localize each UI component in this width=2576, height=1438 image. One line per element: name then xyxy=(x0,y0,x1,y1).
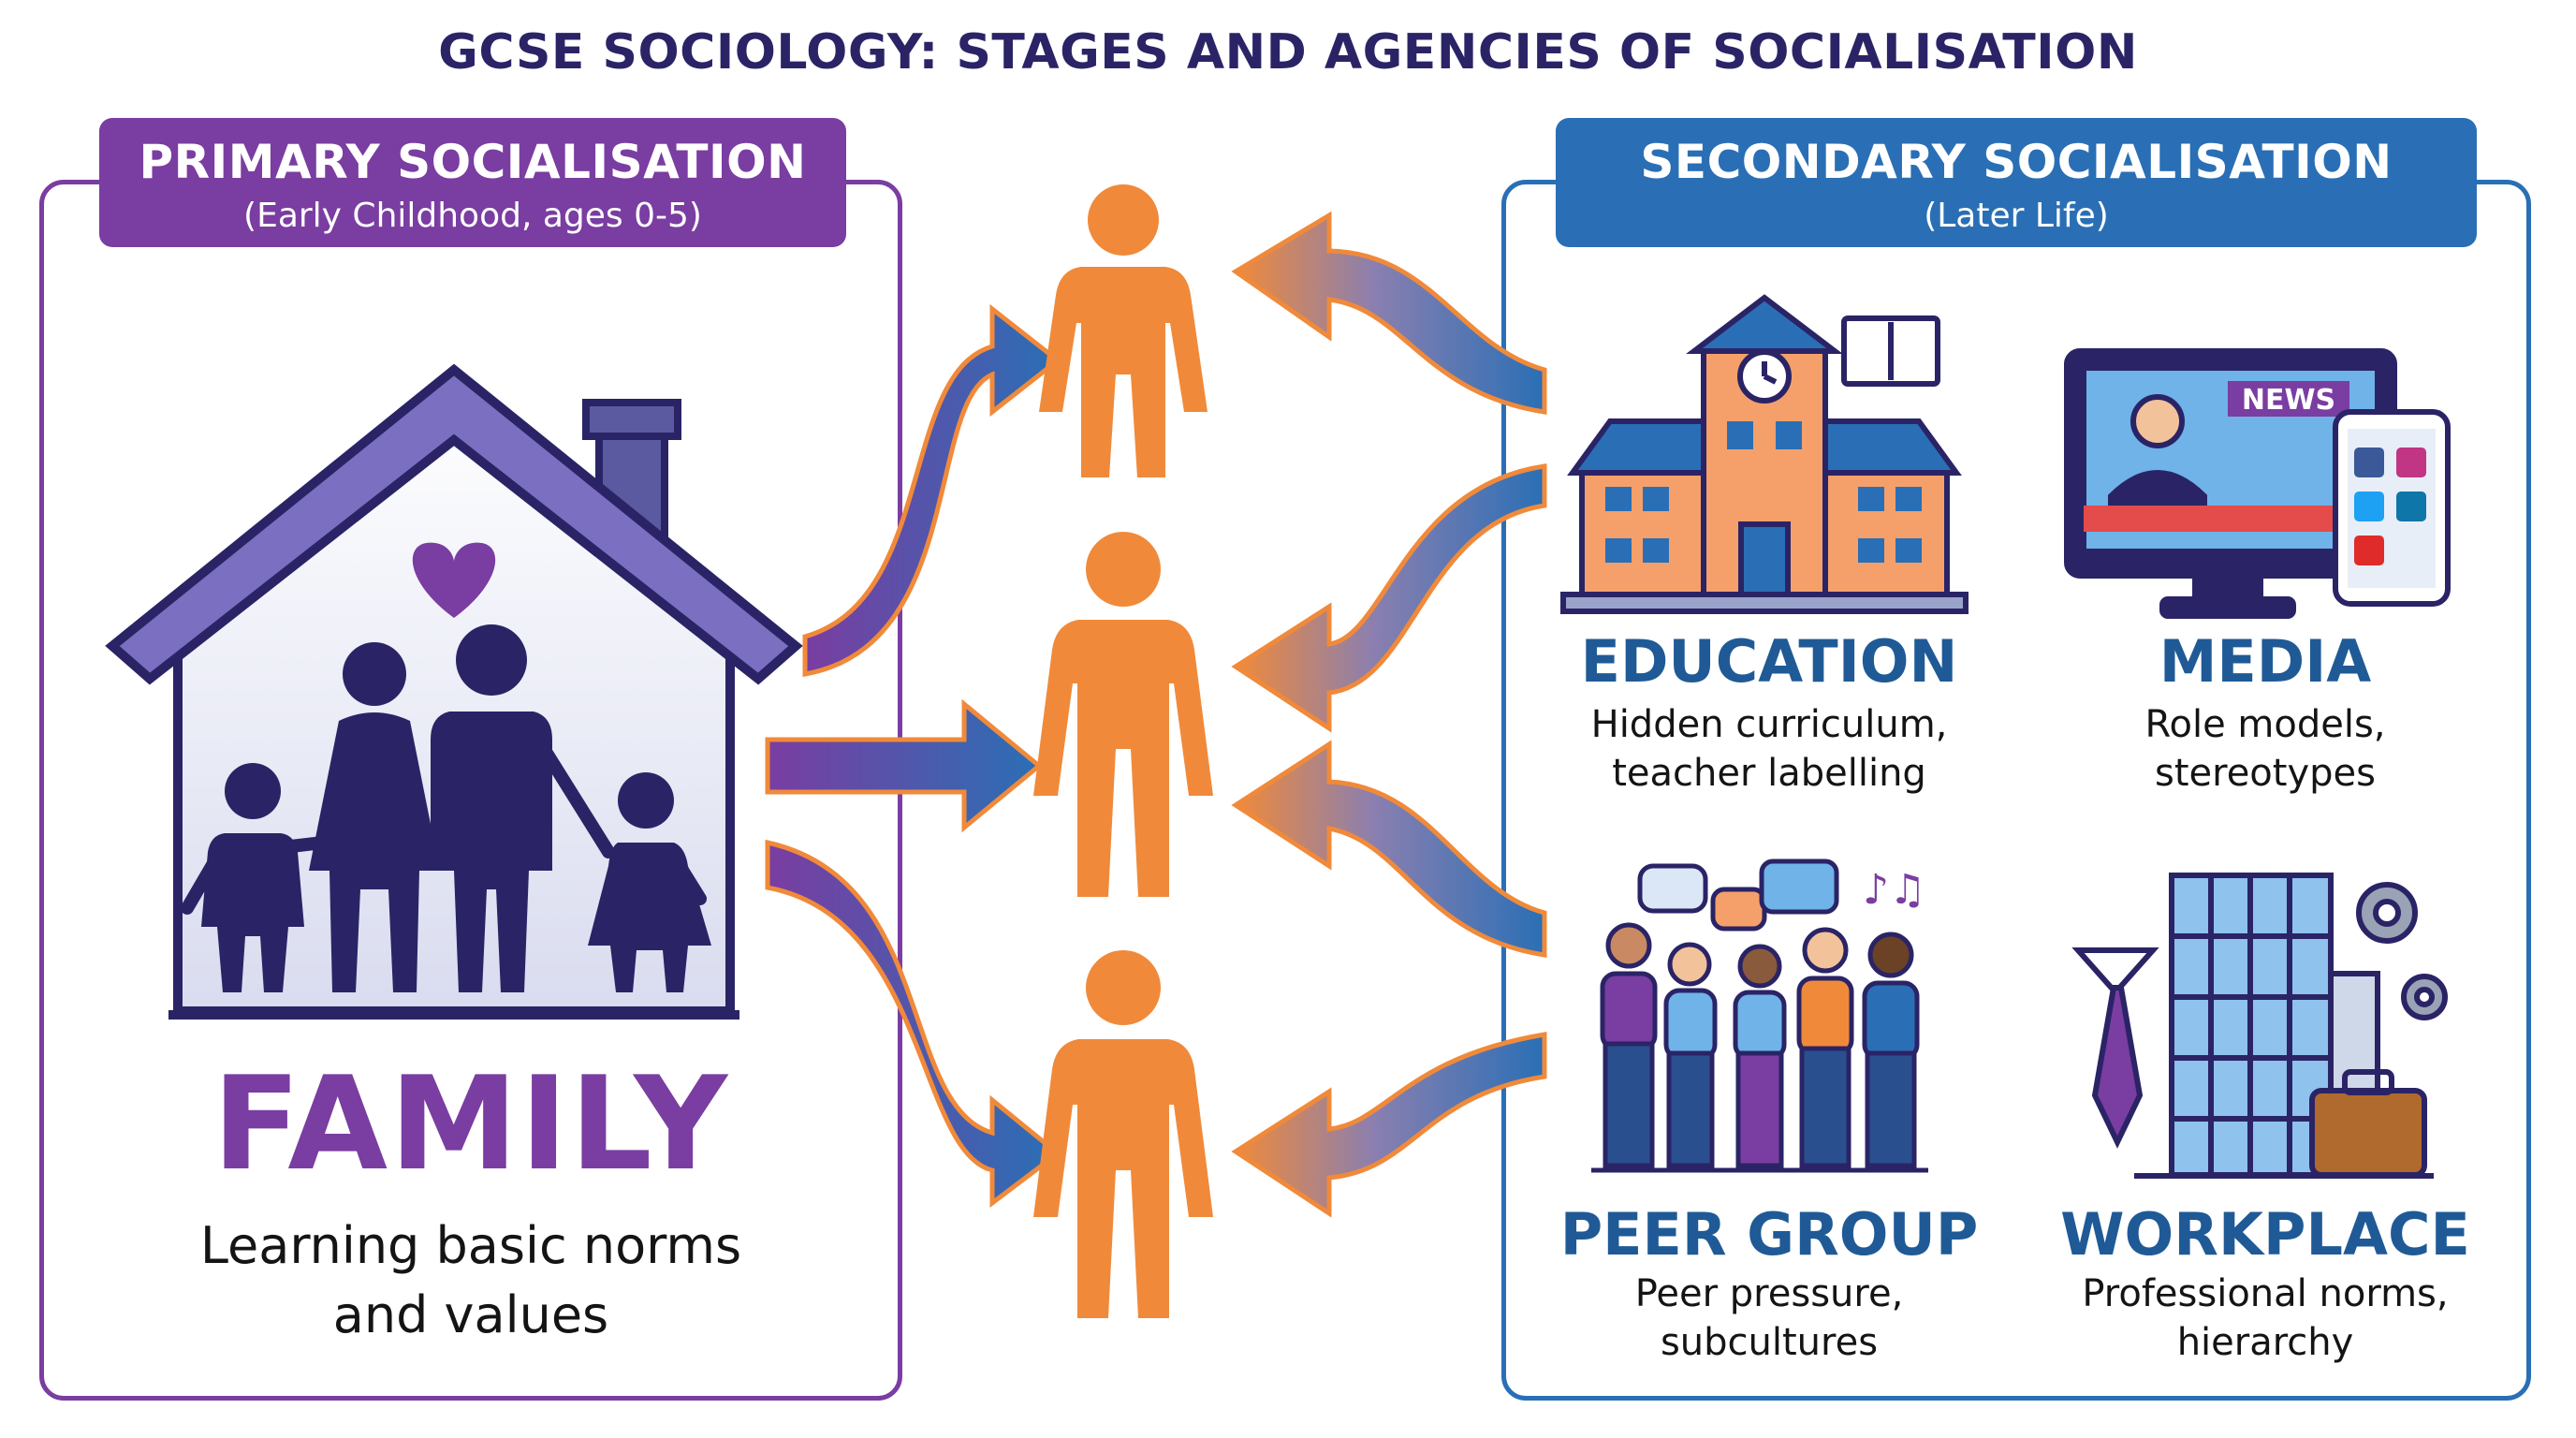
school-building-icon xyxy=(1560,294,1969,614)
persons xyxy=(1033,184,1213,1318)
peer-group-title: PEER GROUP xyxy=(1559,1200,1979,1269)
tv-phone-icon: NEWS xyxy=(2064,348,2451,619)
primary-arrows xyxy=(765,303,1062,1209)
person-icon-middle xyxy=(1033,532,1213,897)
office-tie-briefcase-icon xyxy=(2071,873,2448,1179)
media-description-line1: Role models, xyxy=(2144,703,2386,746)
arrow-education-to-person-top xyxy=(1231,211,1547,415)
house-family-icon xyxy=(105,363,803,1020)
education-description-line1: Hidden curriculum, xyxy=(1590,703,1948,746)
arrow-education-to-person-middle xyxy=(1231,463,1547,733)
workplace-description-line1: Professional norms, xyxy=(2082,1272,2449,1315)
arrow-family-to-person-middle xyxy=(765,698,1043,833)
primary-header: PRIMARY SOCIALISATION (Early Childhood, … xyxy=(99,118,846,247)
family-title: FAMILY xyxy=(212,1049,730,1199)
arrow-peer-to-person-bottom xyxy=(1231,1032,1547,1218)
social-media-icons xyxy=(2354,448,2426,565)
family-description-line1: Learning basic norms xyxy=(199,1216,742,1275)
page-title: GCSE SOCIOLOGY: STAGES AND AGENCIES OF S… xyxy=(438,24,2138,81)
arrow-family-to-person-top xyxy=(802,303,1062,677)
secondary-heading: SECONDARY SOCIALISATION xyxy=(1640,135,2393,189)
workplace-description: Professional norms, hierarchy xyxy=(2022,1269,2509,1367)
peer-group-description: Peer pressure, subcultures xyxy=(1526,1269,2012,1367)
secondary-arrows xyxy=(1231,211,1547,1218)
media-description-line2: stereotypes xyxy=(2155,752,2376,795)
news-label: NEWS xyxy=(2242,384,2335,417)
school-windows xyxy=(1605,421,1922,563)
peer-group-description-line2: subcultures xyxy=(1660,1321,1879,1364)
education-title: EDUCATION xyxy=(1580,627,1958,696)
workplace-title: WORKPLACE xyxy=(2060,1200,2470,1269)
media-description: Role models, stereotypes xyxy=(2022,700,2509,798)
svg-text:♪♫: ♪♫ xyxy=(1863,866,1926,914)
family-description: Learning basic norms and values xyxy=(39,1211,902,1350)
peer-group-description-line1: Peer pressure, xyxy=(1634,1272,1904,1315)
friends-group-icon: ♪♫ xyxy=(1591,858,1928,1173)
family-description-line2: and values xyxy=(332,1285,609,1344)
education-description: Hidden curriculum, teacher labelling xyxy=(1526,700,2012,798)
workplace-description-line2: hierarchy xyxy=(2176,1321,2354,1364)
arrow-peer-to-person-middle xyxy=(1231,740,1547,958)
person-icon-bottom xyxy=(1033,950,1213,1318)
primary-heading: PRIMARY SOCIALISATION xyxy=(139,135,807,189)
secondary-header: SECONDARY SOCIALISATION (Later Life) xyxy=(1556,118,2477,247)
media-title: MEDIA xyxy=(2159,627,2372,696)
primary-subheading: (Early Childhood, ages 0-5) xyxy=(243,197,702,235)
secondary-subheading: (Later Life) xyxy=(1924,197,2109,235)
education-description-line2: teacher labelling xyxy=(1612,752,1926,795)
person-icon-top xyxy=(1039,184,1208,477)
